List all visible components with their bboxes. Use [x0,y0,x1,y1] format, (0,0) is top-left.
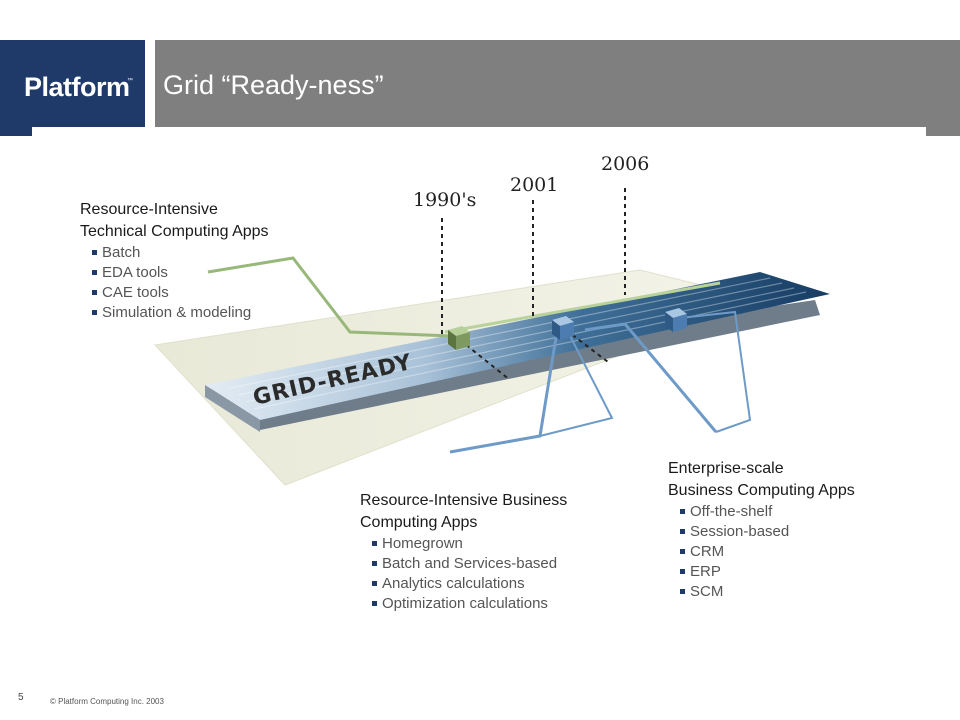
technical-heading-line1: Resource-Intensive [80,201,218,218]
year-label-2006: 2006 [601,153,650,175]
logo-text: Platform [24,72,130,102]
technical-heading-line2: Technical Computing Apps [80,223,269,240]
list-item: Batch and Services-based [372,554,567,574]
slide-title: Grid “Ready-ness” [163,70,384,100]
list-item: Homegrown [372,534,567,554]
enterprise-callout: Enterprise-scale Business Computing Apps… [668,458,855,602]
technical-connector [207,256,453,338]
list-item: ERP [680,562,855,582]
list-item: SCM [680,582,855,602]
header-band [0,40,960,136]
business-heading-line2: Computing Apps [360,514,478,531]
list-item: EDA tools [92,263,269,283]
business-connector-upper [539,325,614,437]
enterprise-connector [584,322,718,433]
enterprise-heading-line1: Enterprise-scale [668,460,784,477]
header-divider [145,40,155,136]
page-number: 5 [18,692,24,703]
cube-2001 [552,316,574,340]
list-item: CAE tools [92,283,269,303]
cube-1990s [448,326,470,350]
list-item: CRM [680,542,855,562]
list-item: Session-based [680,522,855,542]
cube-2006 [665,308,687,332]
year-label-2001: 2001 [510,174,559,196]
year-label-1990s: 1990's [413,189,477,211]
platform-logo [0,40,145,136]
list-item: Batch [92,243,269,263]
title-underline [32,127,926,136]
business-heading-line1: Resource-Intensive Business [360,492,568,509]
logo-trademark: ™ [127,78,133,84]
technical-callout: Resource-Intensive Technical Computing A… [80,199,269,323]
technical-track [444,281,721,334]
business-list: Homegrown Batch and Services-based Analy… [360,534,567,614]
enterprise-list: Off-the-shelf Session-based CRM ERP SCM [668,502,855,602]
list-item: Optimization calculations [372,594,567,614]
enterprise-heading-line2: Business Computing Apps [668,482,855,499]
platform-side [205,385,260,432]
technical-list: Batch EDA tools CAE tools Simulation & m… [80,243,269,323]
enterprise-connector-2 [679,310,752,433]
platform-stripes [229,277,807,410]
list-item: Analytics calculations [372,574,567,594]
platform-top [205,272,830,420]
list-item: Off-the-shelf [680,502,855,522]
copyright-notice: © Platform Computing Inc. 2003 [50,697,164,706]
business-callout: Resource-Intensive Business Computing Ap… [360,490,567,614]
list-item: Simulation & modeling [92,303,269,323]
marker-1990s-lower [459,339,511,381]
